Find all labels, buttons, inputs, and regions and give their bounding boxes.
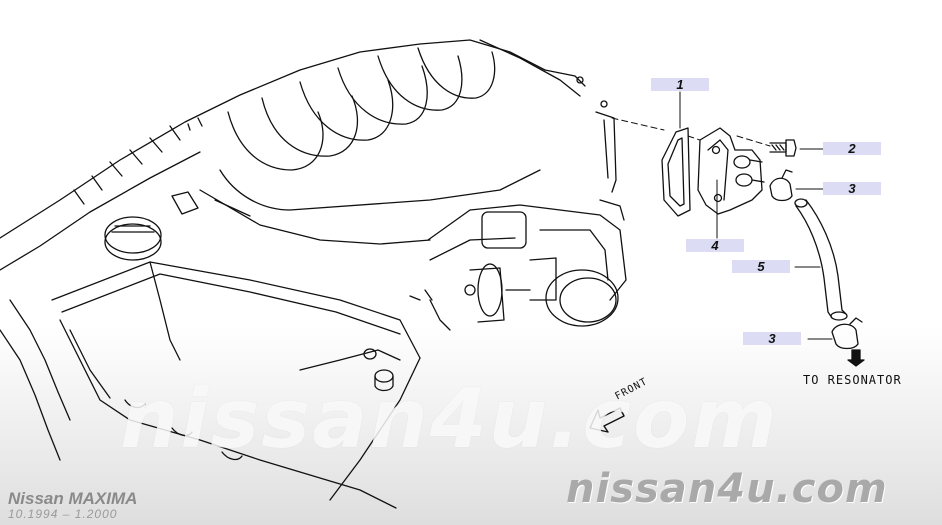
clamp-upper [769, 169, 793, 202]
resonator-arrow [847, 349, 865, 367]
callout-3-lower: 3 [743, 332, 801, 345]
to-resonator-label: TO RESONATOR [803, 373, 902, 387]
vehicle-years: 10.1994 – 1.2000 [8, 507, 118, 521]
vehicle-model: Nissan MAXIMA [8, 489, 138, 508]
callout-2: 2 [823, 142, 881, 155]
watermark-logo: nissan4u.com [566, 466, 888, 512]
callout-4: 4 [686, 239, 744, 252]
bolt-part [769, 139, 797, 157]
gasket-part [661, 127, 691, 217]
engine-outline [0, 39, 627, 509]
housing-part [697, 127, 765, 215]
watermark-large: nissan4u.com [120, 372, 779, 467]
callout-5: 5 [732, 260, 790, 273]
callout-1: 1 [651, 78, 709, 91]
leader-lines [611, 91, 833, 340]
callout-3-upper: 3 [823, 182, 881, 195]
hose-part [794, 198, 848, 321]
front-arrow [589, 407, 625, 433]
clamp-lower [831, 317, 863, 350]
